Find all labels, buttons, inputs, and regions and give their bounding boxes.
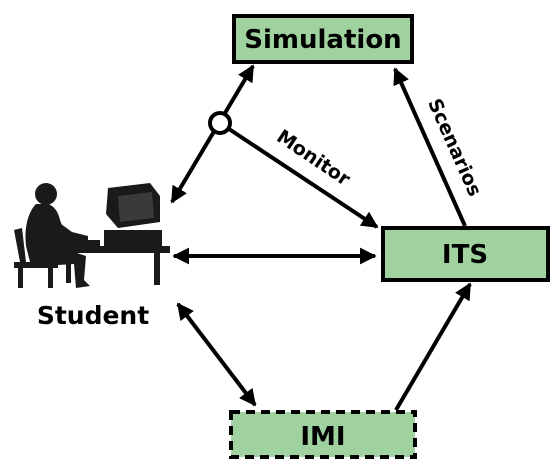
imi-label: IMI bbox=[300, 422, 345, 452]
computer-base-icon bbox=[104, 230, 162, 246]
chair-icon bbox=[14, 228, 26, 262]
its-box bbox=[381, 226, 550, 282]
junction-circle-icon bbox=[208, 111, 232, 135]
imi-node: IMI bbox=[229, 410, 417, 459]
simulation-box bbox=[232, 14, 414, 64]
its-label: ITS bbox=[442, 240, 488, 270]
imi-box bbox=[229, 410, 417, 459]
student-imi-arrow bbox=[176, 302, 257, 407]
monitor-arrow bbox=[227, 127, 379, 229]
student-label: Student bbox=[37, 301, 149, 330]
simulation-node: Simulation bbox=[232, 14, 414, 64]
student-simulation-arrow bbox=[170, 64, 255, 204]
monitor-label: Monitor bbox=[273, 126, 355, 191]
student-person-icon bbox=[25, 183, 90, 288]
scenarios-label: Scenarios bbox=[423, 95, 486, 199]
desk-icon bbox=[64, 246, 170, 253]
scenarios-arrow bbox=[393, 67, 467, 227]
its-node: ITS bbox=[381, 226, 550, 282]
student-computer-icon bbox=[14, 183, 170, 288]
simulation-label: Simulation bbox=[244, 25, 401, 55]
imi-its-arrow bbox=[394, 282, 472, 412]
